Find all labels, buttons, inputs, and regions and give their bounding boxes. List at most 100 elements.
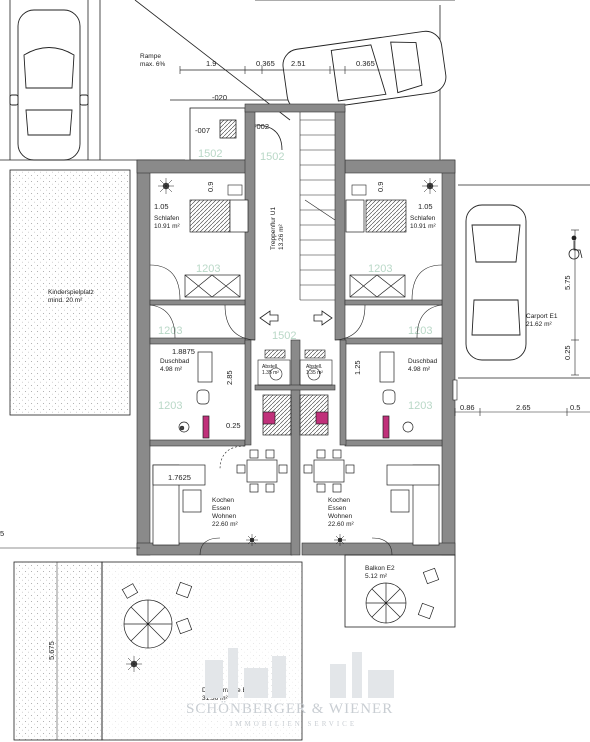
dim-5: 5 xyxy=(0,529,4,538)
dim-1-8875: 1.8875 xyxy=(172,347,195,356)
kochen-right-area: 22.60 m² xyxy=(328,521,354,528)
kochen-left-label-2: Essen xyxy=(212,505,230,512)
dining-table-right xyxy=(303,449,355,493)
dim-minus-007: -007 xyxy=(195,126,210,135)
garden-strip xyxy=(13,561,103,741)
kochen-right-label-3: Wohnen xyxy=(328,513,352,520)
door-arcs-bedrooms xyxy=(149,264,443,301)
plant-icon xyxy=(422,178,438,194)
duschbad-left-label: Duschbad xyxy=(160,358,190,365)
dim-1-9: 1.9 xyxy=(206,59,216,68)
dim-0-9-right: 0.9 xyxy=(376,182,385,192)
bed-left xyxy=(189,199,249,233)
wheelchair-icon xyxy=(568,235,583,260)
schlafen-right-area: 10.91 m² xyxy=(410,223,436,230)
duschbad-right-area: 4.98 m² xyxy=(408,366,431,373)
watermark-sub: IMMOBILIEN SERVICE xyxy=(230,720,357,728)
schlafen-left-label: Schlafen xyxy=(154,215,180,222)
dim-2-85: 2.85 xyxy=(225,370,234,385)
lower-right-dimension-line xyxy=(452,379,590,416)
kochen-left-area: 22.60 m² xyxy=(212,521,238,528)
carport xyxy=(458,184,590,379)
dining-table-left xyxy=(236,449,288,493)
treppenflur-area: 13.26 m² xyxy=(278,224,285,250)
watermark-brand: SCHÖNBERGER & WIENER xyxy=(186,700,393,717)
staircase xyxy=(299,112,336,301)
dim-0-9-left: 0.9 xyxy=(206,182,215,192)
height-mark-2: 1502 xyxy=(260,151,284,163)
plant-icon xyxy=(126,656,142,672)
abstell-rooms xyxy=(257,349,333,386)
car-top-right xyxy=(282,30,447,112)
car-top-left xyxy=(9,9,89,161)
treppenflur-label: Treppenflur U1 xyxy=(270,207,277,250)
dim-1-7625: 1.7625 xyxy=(168,473,191,482)
sofa-right xyxy=(386,464,440,546)
dim-0-365-b: 0.365 xyxy=(356,59,375,68)
dim-0-365-a: 0.365 xyxy=(256,59,275,68)
dim-2-51: 2.51 xyxy=(291,59,306,68)
kochen-right-label-1: Kochen xyxy=(328,497,350,504)
garden-chairs xyxy=(121,581,193,635)
dachterrasse-area: 31.36 m² xyxy=(202,695,228,702)
parasol-icon xyxy=(123,599,173,649)
sofa-left xyxy=(152,464,206,546)
right-dimension-line xyxy=(571,229,579,376)
dim-5-675: 5.675 xyxy=(47,641,56,660)
car-carport xyxy=(465,204,527,361)
dim-minus-020: -020 xyxy=(212,93,227,102)
height-mark-6: 1203 xyxy=(158,325,182,337)
height-mark-4: 1203 xyxy=(368,263,392,275)
dim-1-05-right: 1.05 xyxy=(418,202,433,211)
schlafen-right-label: Schlafen xyxy=(410,215,436,222)
rampe-label: Rampe xyxy=(140,53,161,60)
dim-5-75: 5.75 xyxy=(563,275,572,290)
dim-0-25-right: 0.25 xyxy=(563,345,572,360)
door-arcs-hall xyxy=(224,304,366,341)
dim-1-05-left: 1.05 xyxy=(154,202,169,211)
carport-label: Carport E1 xyxy=(526,313,558,320)
bathroom-fixtures-left xyxy=(178,351,213,439)
top-dimension-line xyxy=(179,66,420,74)
plant-icon xyxy=(246,534,258,546)
watermark-skyline xyxy=(205,648,394,698)
kinderspielplatz-area: mind. 20 m² xyxy=(48,297,83,304)
duschbad-right-label: Duschbad xyxy=(408,358,438,365)
plant-icon xyxy=(334,534,346,546)
kochen-right-label-2: Essen xyxy=(328,505,346,512)
wardrobe-right xyxy=(349,274,406,298)
height-mark-1: 1502 xyxy=(198,148,222,160)
wardrobe-left xyxy=(184,274,241,298)
balcony-chairs xyxy=(417,567,440,620)
height-mark-3: 1203 xyxy=(196,263,220,275)
door-arcs-bath xyxy=(149,304,443,339)
height-mark-5: 1502 xyxy=(272,330,296,342)
dim-0-86: 0.86 xyxy=(460,403,475,412)
kochen-left-label-3: Wohnen xyxy=(212,513,236,520)
door-arcs-living xyxy=(199,445,393,556)
rampe-slope: max. 6% xyxy=(140,61,166,68)
dim-0-25-bath: 0.25 xyxy=(226,421,241,430)
kitchen-counters xyxy=(262,394,329,436)
dim-minus-002: -002 xyxy=(254,122,269,131)
kinderspielplatz-label: Kinderspielplatz xyxy=(48,289,94,296)
bed-right xyxy=(345,199,407,233)
balkon xyxy=(344,554,456,628)
dachterrasse-label: Dachterrasse E1 xyxy=(202,687,251,694)
nightstand xyxy=(227,184,243,196)
abstell-left-area: 1.35 m² xyxy=(262,370,279,376)
dim-0-5: 0.5 xyxy=(570,403,580,412)
schlafen-left-area: 10.91 m² xyxy=(154,223,180,230)
bathroom-fixtures-right xyxy=(379,351,414,439)
dim-1-25: 1.25 xyxy=(353,360,362,375)
balkon-area: 5.12 m² xyxy=(365,573,388,580)
kochen-left-label-1: Kochen xyxy=(212,497,234,504)
height-mark-9: 1203 xyxy=(408,400,432,412)
plant-icon xyxy=(158,178,174,194)
parasol-icon xyxy=(365,582,407,624)
height-mark-7: 1203 xyxy=(408,325,432,337)
balkon-label: Balkon E2 xyxy=(365,565,395,572)
building-walls xyxy=(136,103,456,556)
arrow-right-icon xyxy=(313,310,333,326)
